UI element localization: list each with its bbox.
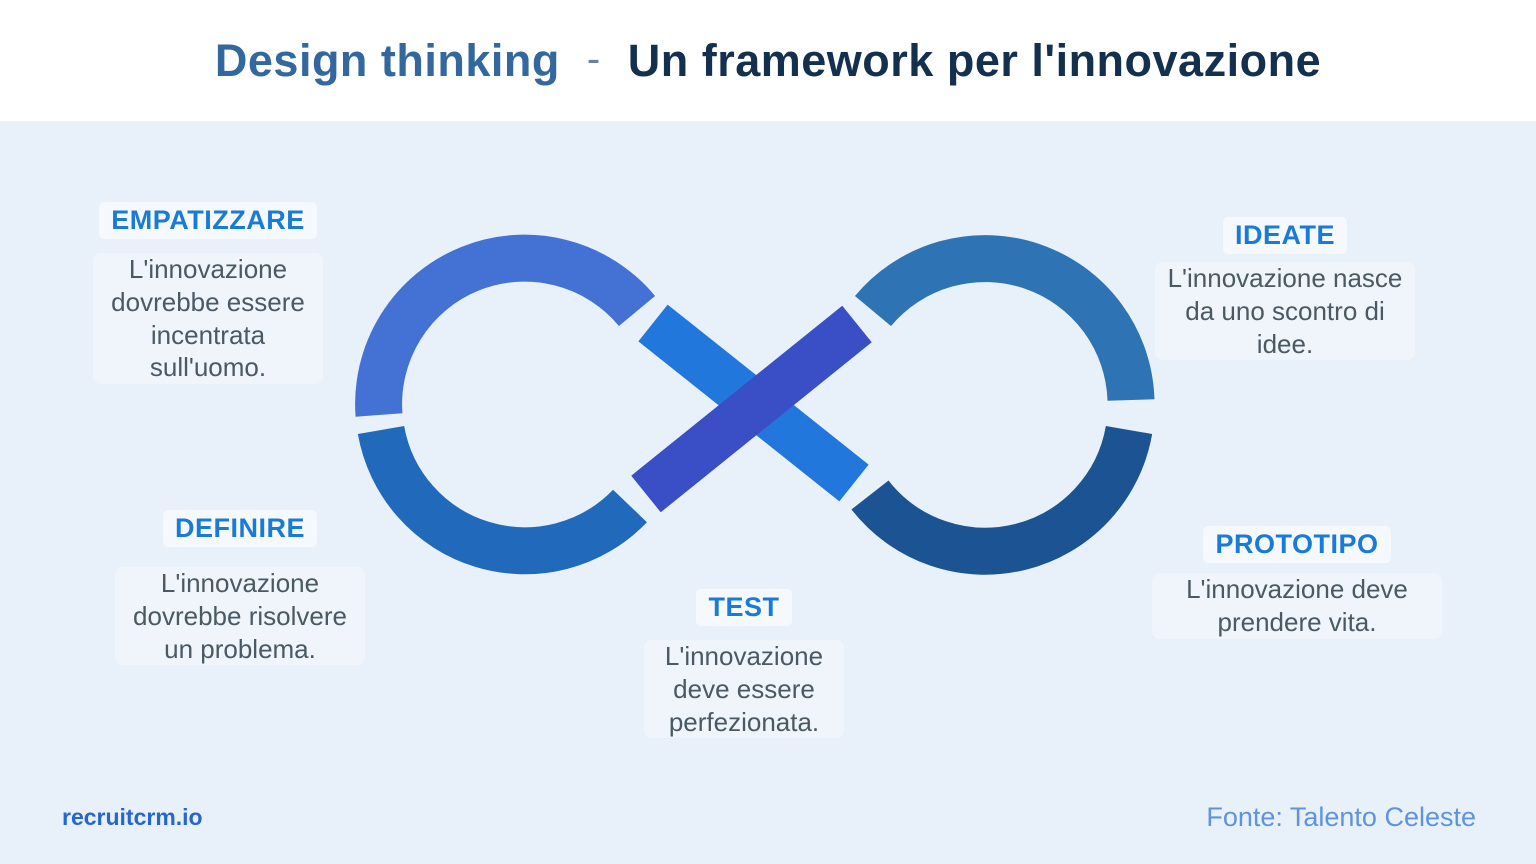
stage-definire: DEFINIRE L'innovazione dovrebbe risolver… — [85, 510, 395, 666]
loop-segment-right-bottom-arc — [851, 425, 1153, 575]
stage-prototipo: PROTOTIPO L'innovazione deve prendere vi… — [1152, 526, 1442, 639]
stage-definire-label: DEFINIRE — [162, 510, 317, 547]
title-secondary: Un framework per l'innovazione — [627, 34, 1322, 86]
loop-segment-left-top-arc — [355, 234, 656, 417]
stage-prototipo-label: PROTOTIPO — [1203, 526, 1391, 563]
infinity-loop-diagram — [355, 234, 1155, 575]
title-separator: - — [586, 36, 601, 81]
loop-segment-diagonal-indigo — [631, 305, 872, 513]
stage-definire-description: L'innovazione dovrebbe risolvere un prob… — [115, 567, 365, 666]
header-band: Design thinking - Un framework per l'inn… — [0, 0, 1536, 121]
stage-test-label: TEST — [696, 589, 792, 626]
stage-empatizzare: EMPATIZZARE L'innovazione dovrebbe esser… — [78, 202, 338, 384]
brand-logo-text: recruitcrm.io — [62, 804, 203, 830]
stage-test: TEST L'innovazione deve essere perfezion… — [644, 589, 844, 739]
source-attribution: Fonte: Talento Celeste — [1206, 802, 1476, 832]
title-primary: Design thinking — [214, 34, 560, 86]
stage-test-description: L'innovazione deve essere perfezionata. — [644, 640, 844, 739]
stage-ideate: IDEATE L'innovazione nasce da uno scontr… — [1155, 217, 1415, 361]
stage-prototipo-description: L'innovazione deve prendere vita. — [1152, 573, 1442, 639]
stage-empatizzare-label: EMPATIZZARE — [99, 202, 317, 239]
stage-ideate-label: IDEATE — [1222, 217, 1347, 254]
stage-ideate-description: L'innovazione nasce da uno scontro di id… — [1155, 262, 1415, 361]
loop-segment-left-bottom-arc — [357, 425, 647, 575]
page-title: Design thinking - Un framework per l'inn… — [215, 35, 1321, 87]
diagram-canvas: EMPATIZZARE L'innovazione dovrebbe esser… — [0, 121, 1536, 864]
loop-segment-right-top-arc — [854, 235, 1155, 402]
stage-empatizzare-description: L'innovazione dovrebbe essere incentrata… — [93, 253, 323, 384]
